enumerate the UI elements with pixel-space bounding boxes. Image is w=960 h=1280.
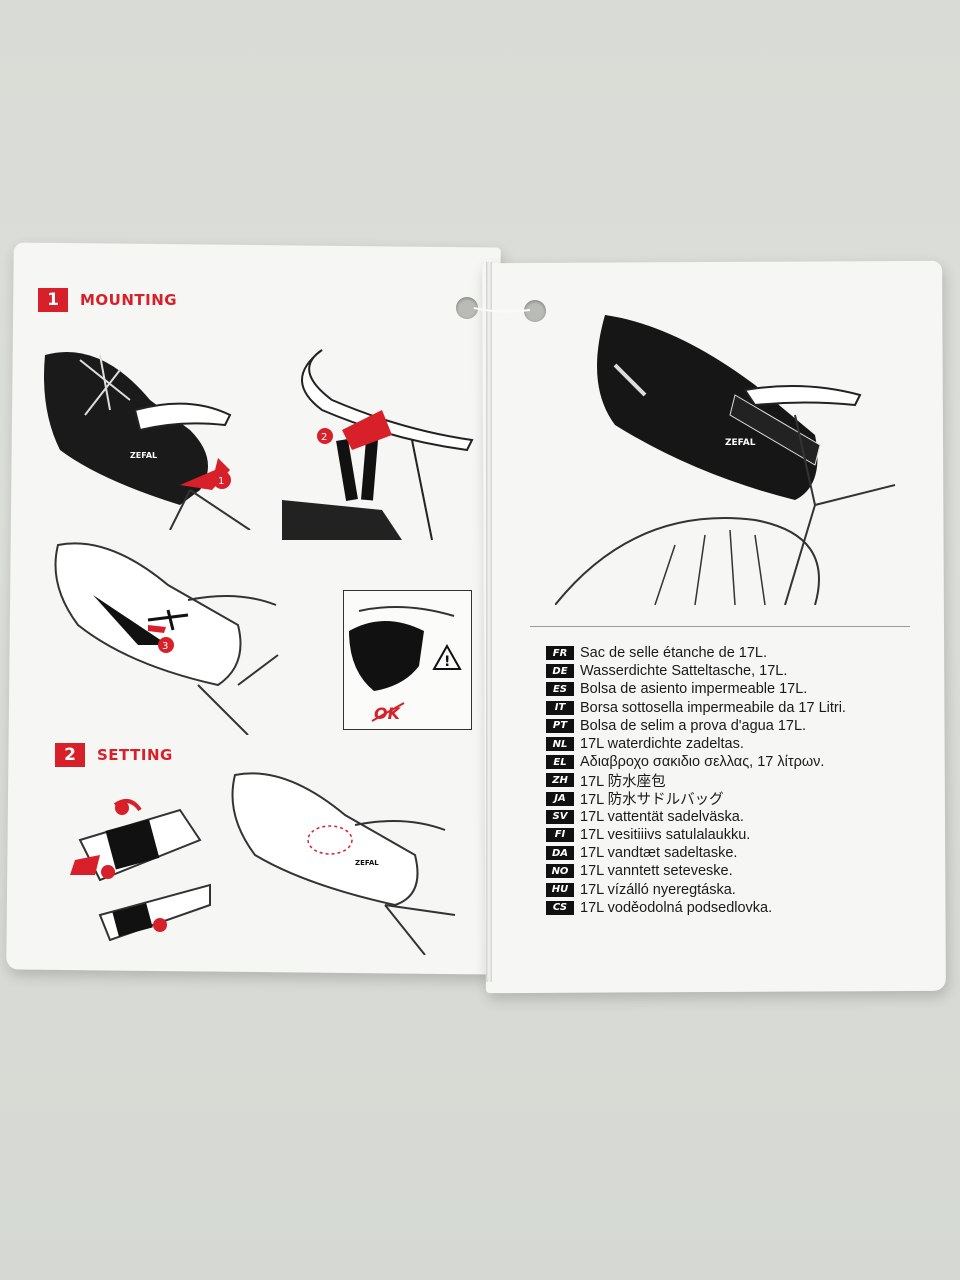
hang-hole-left	[456, 297, 478, 319]
language-text: 17L vízálló nyeregtáska.	[580, 881, 736, 898]
language-code: ZH	[546, 773, 574, 788]
list-item: CS 17L voděodolná podsedlovka.	[546, 899, 846, 917]
list-item: FI 17L vesitiiivs satulalaukku.	[546, 826, 846, 844]
svg-text:!: !	[444, 654, 450, 670]
section-number: 2	[55, 743, 85, 767]
list-item: SV 17L vattentät sadelväska.	[546, 808, 846, 826]
section-mounting-header: 1 MOUNTING	[38, 288, 177, 312]
language-text: 17L 防水座包	[580, 773, 666, 790]
language-code: DE	[546, 664, 574, 679]
hang-string	[473, 307, 531, 313]
language-code: SV	[546, 809, 574, 824]
step-label: 3	[162, 641, 168, 652]
brand-logo-text: ZEFAL	[130, 451, 157, 460]
brand-logo-text: ZEFAL	[355, 859, 379, 867]
card-fold	[486, 262, 492, 982]
warning-icon	[432, 643, 462, 670]
list-item: FR Sac de selle étanche de 17L.	[546, 644, 846, 662]
language-code: NL	[546, 737, 574, 752]
language-code: JA	[546, 791, 574, 806]
step-label: 2	[321, 432, 327, 443]
language-code: DA	[546, 846, 574, 861]
list-item: NO 17L vanntett seteveske.	[546, 862, 846, 880]
list-item: ES Bolsa de asiento impermeable 17L.	[546, 680, 846, 698]
list-item: NL 17L waterdichte zadeltas.	[546, 735, 846, 753]
list-item: HU 17L vízálló nyeregtáska.	[546, 880, 846, 898]
section-setting-header: 2 SETTING	[55, 743, 173, 767]
step-label: 1	[218, 476, 224, 487]
language-code: FR	[546, 646, 574, 661]
language-list: FR Sac de selle étanche de 17L. DE Wasserd…	[546, 644, 846, 917]
language-text: 17L 防水サドルバッグ	[580, 792, 724, 809]
language-code: FI	[546, 827, 574, 842]
language-text: 17L vesitiiivs satulalaukku.	[580, 826, 751, 843]
product-hero-illustration: ZEFAL	[555, 315, 896, 605]
language-code: PT	[546, 718, 574, 733]
language-code: NO	[546, 864, 574, 879]
language-code: IT	[546, 700, 574, 715]
language-text: Wasserdichte Satteltasche, 17L.	[580, 663, 788, 680]
language-code: HU	[546, 882, 574, 897]
list-item: JA 17L 防水サドルバッグ	[546, 790, 846, 808]
warning-illustration: ! OK	[343, 590, 472, 730]
section-divider	[530, 626, 910, 627]
hang-hole-right	[524, 300, 546, 322]
mounting-illustration-2: 2	[282, 349, 474, 540]
language-code: CS	[546, 900, 574, 915]
language-text: Sac de selle étanche de 17L.	[580, 645, 768, 662]
language-text: 17L vanntett seteveske.	[580, 863, 733, 880]
list-item: DA 17L vandtæt sadeltaske.	[546, 844, 846, 862]
section-title: MOUNTING	[80, 291, 178, 309]
language-text: 17L vattentät sadelväska.	[580, 808, 744, 825]
language-text: Borsa sottosella impermeabile da 17 Litr…	[580, 699, 846, 716]
language-text: Αδιαβροχο σακιδιο σελλας, 17 λίτρων.	[580, 754, 825, 771]
language-text: 17L vandtæt sadeltaske.	[580, 845, 738, 862]
list-item: ZH 17L 防水座包	[546, 771, 846, 790]
section-title: SETTING	[97, 746, 173, 764]
language-text: Bolsa de selim a prova d'agua 17L.	[580, 717, 807, 734]
language-text: Bolsa de asiento impermeable 17L.	[580, 681, 808, 698]
brand-logo-text: ZEFAL	[725, 438, 756, 448]
language-code: EL	[546, 755, 574, 770]
setting-illustration-bag: ZEFAL	[231, 772, 456, 955]
language-code: ES	[546, 682, 574, 697]
list-item: IT Borsa sottosella impermeabile da 17 Li…	[546, 699, 846, 717]
mounting-illustration-1: 1 ZEFAL	[44, 352, 251, 530]
list-item: EL Αδιαβροχο σακιδιο σελλας, 17 λίτρων.	[546, 753, 846, 771]
list-item: PT Bolsa de selim a prova d'agua 17L.	[546, 717, 846, 735]
language-text: 17L voděodolná podsedlovka.	[580, 899, 773, 916]
setting-illustration-buckle	[70, 799, 211, 942]
language-text: 17L waterdichte zadeltas.	[580, 736, 744, 753]
section-number: 1	[38, 288, 68, 312]
list-item: DE Wasserdichte Satteltasche, 17L.	[546, 662, 846, 680]
mounting-illustration-3: 3	[54, 542, 279, 735]
